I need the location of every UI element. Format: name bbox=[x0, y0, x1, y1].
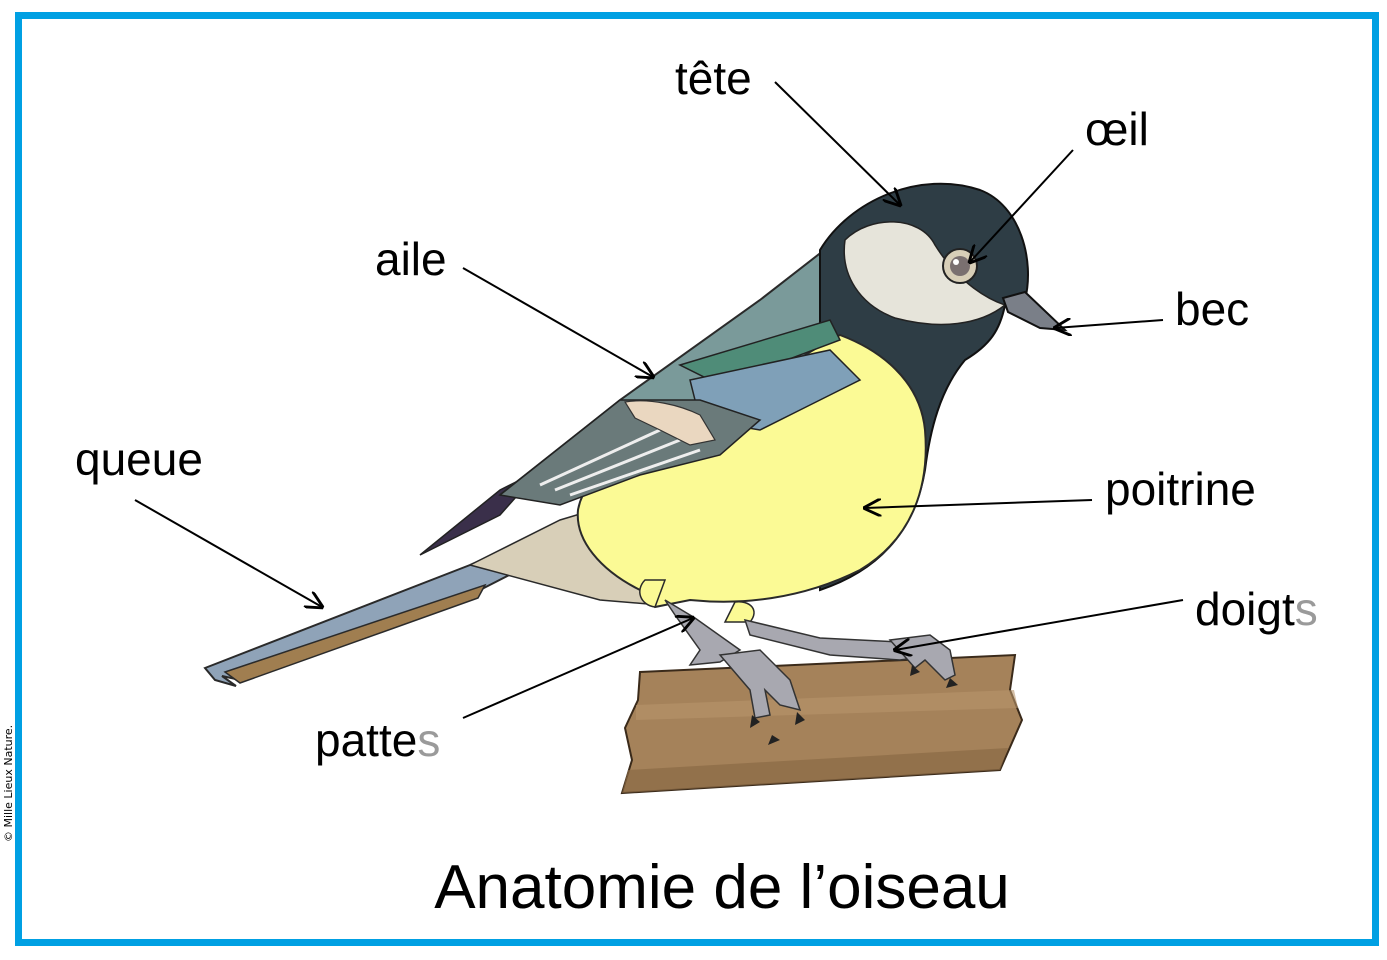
diagram-title: Anatomie de l’oiseau bbox=[434, 853, 1010, 922]
leader-queue bbox=[134, 499, 322, 607]
label-doigts: doigts bbox=[1195, 583, 1318, 635]
bird-wing bbox=[498, 319, 862, 506]
copyright-notice: © Mille Lieux Nature. bbox=[2, 725, 15, 842]
label-oeil: œil bbox=[1085, 103, 1149, 155]
label-poitrine: poitrine bbox=[1105, 463, 1256, 515]
leader-poitrine bbox=[865, 500, 1093, 508]
label-doigts-suffix: s bbox=[1295, 583, 1318, 635]
bird-beak bbox=[1001, 290, 1068, 332]
label-aile: aile bbox=[375, 233, 447, 285]
leader-aile bbox=[462, 267, 653, 377]
leader-pattes bbox=[462, 618, 693, 719]
branch bbox=[620, 653, 1024, 795]
bird-claws bbox=[750, 665, 958, 745]
label-doigts-stem: doigt bbox=[1195, 583, 1295, 635]
leader-oeil bbox=[970, 149, 1074, 262]
label-pattes: pattes bbox=[315, 714, 440, 766]
label-tete: tête bbox=[675, 52, 752, 104]
label-bec: bec bbox=[1175, 283, 1249, 335]
label-queue: queue bbox=[75, 433, 203, 485]
leader-tete bbox=[774, 81, 900, 205]
bird-legs bbox=[664, 599, 956, 719]
bird-eye bbox=[942, 248, 978, 284]
label-pattes-suffix: s bbox=[417, 714, 440, 766]
label-pattes-stem: patte bbox=[315, 714, 417, 766]
leader-doigts bbox=[895, 599, 1184, 650]
leader-bec bbox=[1055, 320, 1164, 328]
